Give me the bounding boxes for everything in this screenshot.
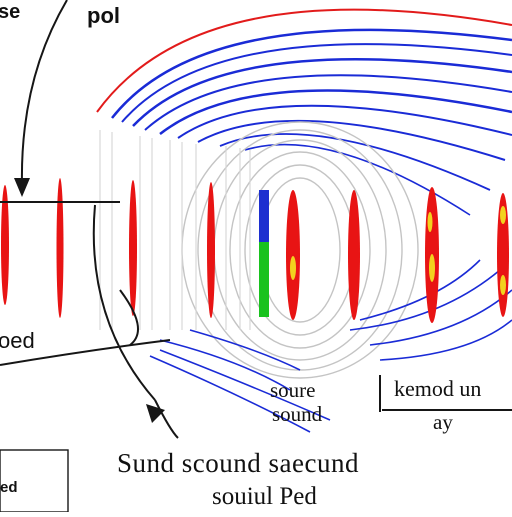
pointer-lines <box>0 0 512 439</box>
label-source-line-2: sound <box>272 402 323 426</box>
arrowhead-left <box>14 178 30 197</box>
label-top-center: pol <box>87 3 120 28</box>
label-right-line-1: kemod un <box>394 376 482 401</box>
outer-red-arc <box>96 8 512 113</box>
label-top-left: se <box>0 1 21 23</box>
label-left-mid: oed <box>0 328 35 353</box>
source-bar-blue <box>259 190 269 242</box>
upper-blue-arcs <box>111 28 512 216</box>
label-right-line-2: ay <box>433 410 453 434</box>
legend-box-label: ed <box>0 479 18 496</box>
source-bar-green <box>259 242 269 317</box>
red-bands <box>1 178 509 323</box>
arrowhead-bottom <box>146 404 165 423</box>
gray-rings <box>181 121 419 379</box>
lower-blue-arcs <box>149 259 512 433</box>
caption-line-2: souiul Ped <box>212 483 317 510</box>
compression-stripes <box>99 130 251 330</box>
yellow-highlights <box>290 206 506 295</box>
caption-line-1: Sund scound saecund <box>117 448 359 478</box>
label-source-line-1: soure <box>270 378 316 402</box>
